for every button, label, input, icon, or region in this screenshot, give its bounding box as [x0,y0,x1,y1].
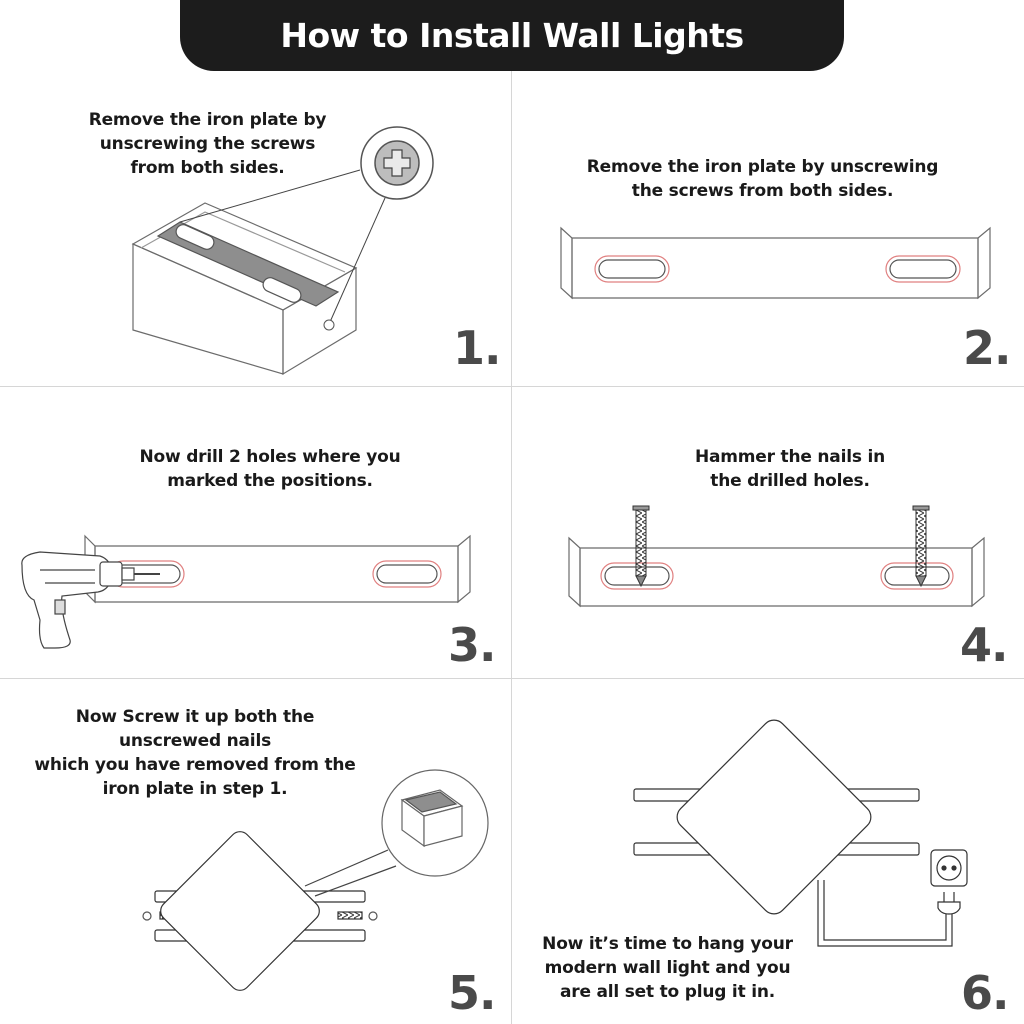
step-2-number: 2. [963,321,1011,375]
divider-row-1 [0,386,1024,387]
step-5-caption: Now Screw it up both the unscrewed nails… [34,707,356,799]
step-5-number: 5. [448,966,496,1020]
step-4-number: 4. [960,618,1008,672]
divider-vertical [511,71,512,1024]
step-2-caption: Remove the iron plate by unscrewing the … [586,157,939,201]
step-6-number: 6. [961,966,1009,1020]
divider-row-2 [0,678,1024,679]
step-4-caption: Hammer the nails in the drilled holes. [694,447,886,491]
nail-icon [632,505,930,588]
power-socket-icon [930,849,968,887]
step-6-caption: Now it’s time to hang your modern wall l… [542,934,793,1002]
drill-icon [21,551,160,649]
page-title: How to Install Wall Lights [180,0,844,71]
step-5-illustration [142,769,489,991]
power-plug-icon [937,892,961,915]
step-1-number: 1. [453,321,501,375]
step-3-number: 3. [448,618,496,672]
step-3-caption: Now drill 2 holes where you marked the p… [139,447,401,491]
screw-icon [323,126,434,331]
wall-lamp-icon [633,719,953,947]
step-3-bracket-illustration [84,534,471,604]
step-1-caption: Remove the iron plate by unscrewing the … [88,110,327,178]
step-2-bracket-illustration [560,226,991,300]
step-1-box-illustration [131,169,386,376]
